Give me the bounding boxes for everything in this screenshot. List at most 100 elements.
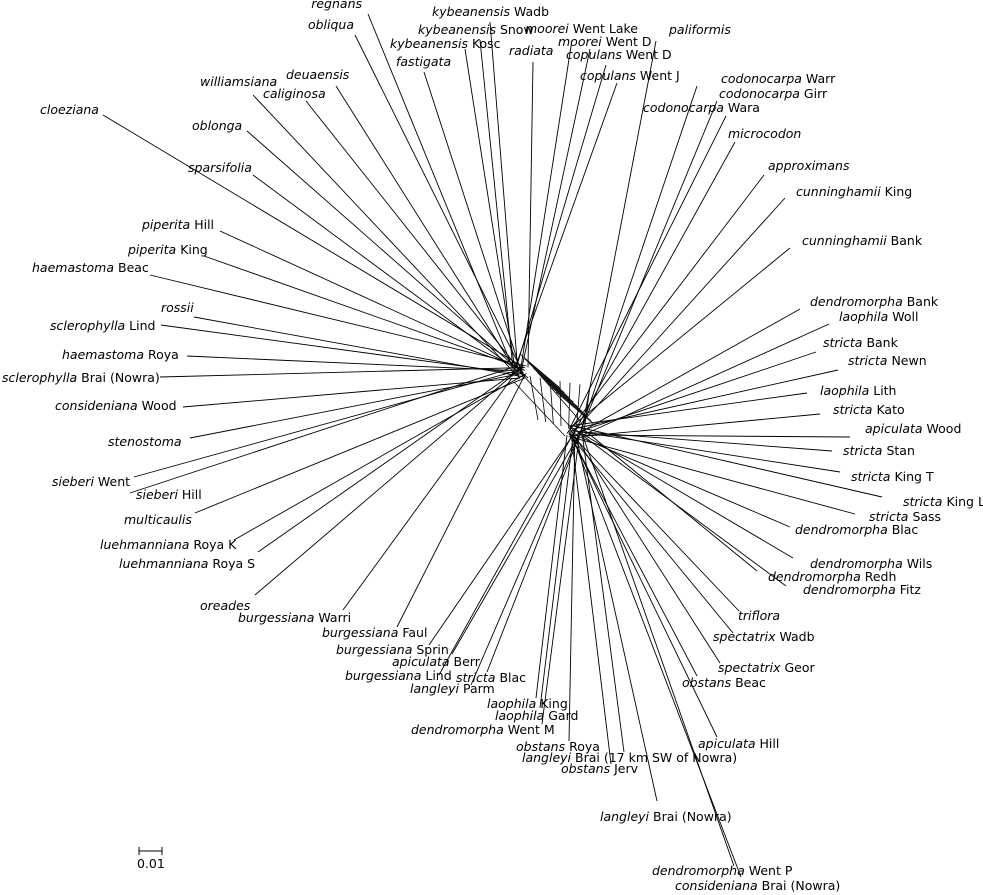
species-name: stricta	[869, 509, 908, 524]
species-name: kybeanensis	[418, 22, 496, 37]
species-name: langleyi	[410, 681, 460, 696]
species-name: caliginosa	[263, 86, 326, 101]
branch	[569, 308, 801, 439]
tip-label: stricta Stan	[843, 443, 915, 458]
tip-label: piperita Hill	[141, 217, 214, 232]
species-name: kybeanensis	[432, 4, 510, 19]
branch	[511, 82, 618, 377]
branch	[566, 174, 765, 434]
locality-code: Warr	[802, 71, 836, 86]
locality-code: Bank	[903, 294, 939, 309]
tip-label: kybeanensis Kosc	[390, 36, 501, 51]
locality-code: Jerv	[610, 761, 638, 776]
branch	[470, 436, 579, 686]
locality-code: Beac	[114, 260, 149, 275]
branch	[579, 85, 698, 434]
species-name: oblonga	[192, 118, 242, 133]
tip-label: apiculata Hill	[698, 736, 779, 751]
branch	[354, 34, 526, 377]
tip-label: regnans	[311, 0, 362, 11]
tip-label: cloeziana	[40, 102, 99, 117]
locality-code: Sprin	[412, 642, 448, 657]
branch	[186, 355, 513, 371]
branch	[438, 427, 577, 676]
branch	[573, 436, 740, 612]
locality-code: Redh	[861, 569, 897, 584]
tip-label: moorei Went D	[558, 34, 652, 49]
species-name: copulans	[580, 68, 636, 83]
tip-label: codonocarpa Wara	[643, 100, 760, 115]
branch	[576, 437, 658, 802]
tip-label: stenostoma	[108, 434, 182, 449]
species-name: copulans	[566, 47, 622, 62]
locality-code: Blac	[888, 522, 919, 537]
species-name: williamsiana	[200, 74, 277, 89]
network-split-edge	[519, 371, 576, 433]
branch	[571, 434, 742, 878]
species-name: regnans	[311, 0, 362, 11]
locality-code: Lind	[421, 668, 451, 683]
tip-label: haemastoma Beac	[32, 260, 149, 275]
species-name: burgessiana	[322, 625, 398, 640]
tip-label: laophila King	[487, 696, 568, 711]
branches	[102, 13, 883, 878]
branch	[194, 377, 525, 514]
network-split-edge	[519, 353, 561, 389]
tip-label: moorei Went Lake	[525, 21, 638, 36]
branch	[573, 425, 883, 498]
locality-code: Bank	[887, 233, 923, 248]
network-core	[513, 353, 597, 437]
tip-label: dendromorpha Redh	[768, 569, 896, 584]
locality-code: Roya	[565, 739, 600, 754]
species-name: laophila	[487, 696, 536, 711]
branch	[102, 114, 522, 367]
locality-code: Roya S	[208, 556, 255, 571]
locality-code: Newn	[887, 353, 926, 368]
species-name: haemastoma	[32, 260, 114, 275]
species-name: radiata	[509, 43, 553, 58]
tip-label: triflora	[738, 608, 780, 623]
branch	[203, 255, 521, 368]
locality-code: Hill	[178, 487, 202, 502]
locality-code: Wils	[903, 556, 933, 571]
species-name: codonocarpa	[721, 71, 802, 86]
tip-label: burgessiana Sprin	[336, 642, 449, 657]
branch	[516, 64, 607, 367]
locality-code: Parm	[459, 681, 495, 696]
branch	[580, 40, 657, 433]
tip-label: spectatrix Wadb	[713, 629, 815, 644]
branch	[160, 324, 517, 374]
locality-code: Wara	[724, 100, 760, 115]
locality-code: Lind	[125, 318, 155, 333]
network-split-edge	[559, 380, 562, 427]
species-name: spectatrix	[718, 660, 781, 675]
tip-label: rossii	[161, 300, 194, 315]
branch	[568, 392, 808, 427]
branch	[486, 425, 584, 673]
tip-label: piperita King	[127, 242, 208, 257]
branch	[254, 365, 524, 596]
species-name: paliformis	[668, 22, 731, 37]
locality-code: Wadb	[775, 629, 814, 644]
species-name: sclerophylla	[50, 318, 125, 333]
locality-code: King	[881, 184, 913, 199]
tip-label: consideniana Brai (Nowra)	[675, 878, 840, 893]
species-name: fastigata	[396, 54, 451, 69]
tip-label: multicaulis	[124, 512, 192, 527]
species-name: stricta	[823, 335, 862, 350]
tip-label: burgessiana Warri	[238, 610, 351, 625]
species-name: spectatrix	[713, 629, 776, 644]
branch	[581, 413, 821, 437]
branch	[335, 85, 519, 376]
locality-code: Sass	[908, 509, 941, 524]
branch	[539, 433, 574, 709]
locality-code: Snow	[496, 22, 534, 37]
branch	[189, 373, 522, 439]
tip-label: apiculata Wood	[865, 421, 961, 436]
species-name: multicaulis	[124, 512, 192, 527]
scale-bar: 0.01	[137, 847, 165, 871]
tip-label: obliqua	[308, 17, 354, 32]
tip-label: langleyi Brai (Nowra)	[600, 809, 732, 824]
tip-label: stricta Bank	[823, 335, 899, 350]
locality-code: King	[536, 696, 568, 711]
